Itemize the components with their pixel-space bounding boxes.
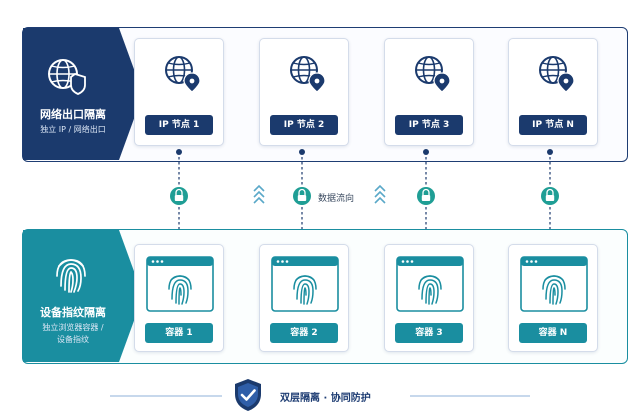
container-label: 容器 3 [395, 323, 463, 343]
network-layer-title: 网络出口隔离 [40, 108, 106, 121]
lock-icon [170, 187, 188, 205]
ip-node-card-3: IP 节点 3 [384, 38, 474, 146]
browser-fingerprint-icon [396, 256, 464, 312]
network-isolation-panel: 网络出口隔离 独立 IP / 网络出口 IP 节点 1 IP 节点 2 [22, 27, 628, 162]
browser-fingerprint-icon [146, 256, 214, 312]
lock-icon [417, 187, 435, 205]
ip-node-card-1: IP 节点 1 [134, 38, 224, 146]
device-panel-side-banner [23, 230, 143, 362]
globe-pin-icon [290, 56, 326, 93]
container-card-n: 容器 N [508, 244, 598, 352]
device-isolation-panel: 设备指纹隔离 独立浏览器容器 / 设备指纹 容器 1 [22, 229, 628, 364]
flow-chevron-up-icon [374, 184, 386, 204]
lock-icon [293, 187, 311, 205]
container-card-2: 容器 2 [259, 244, 349, 352]
lock-icon [541, 187, 559, 205]
network-layer-subtitle: 独立 IP / 网络出口 [40, 125, 106, 134]
shield-check-icon [235, 379, 261, 411]
container-card-1: 容器 1 [134, 244, 224, 352]
container-label: 容器 N [519, 323, 587, 343]
flow-direction-label: 数据流向 [318, 194, 355, 204]
device-layer-subtitle-line1: 独立浏览器容器 / [42, 323, 104, 332]
ip-node-label: IP 节点 3 [395, 115, 463, 135]
container-label: 容器 2 [270, 323, 338, 343]
browser-fingerprint-icon [271, 256, 339, 312]
ip-node-label: IP 节点 2 [270, 115, 338, 135]
ip-node-card-n: IP 节点 N [508, 38, 598, 146]
device-layer-subtitle-line2: 设备指纹 [57, 335, 89, 344]
globe-pin-icon [539, 56, 575, 93]
flow-chevron-up-icon [253, 184, 265, 204]
container-label: 容器 1 [145, 323, 213, 343]
fingerprint-icon [56, 259, 86, 293]
browser-fingerprint-icon [520, 256, 588, 312]
globe-shield-icon [48, 59, 86, 95]
ip-node-label: IP 节点 N [519, 115, 587, 135]
network-panel-side-banner [23, 28, 143, 160]
globe-pin-icon [415, 56, 451, 93]
container-card-3: 容器 3 [384, 244, 474, 352]
device-layer-title: 设备指纹隔离 [40, 306, 106, 319]
ip-node-card-2: IP 节点 2 [259, 38, 349, 146]
ip-node-label: IP 节点 1 [145, 115, 213, 135]
footer-slogan: 双层隔离 · 协同防护 [280, 393, 371, 404]
globe-pin-icon [165, 56, 201, 93]
